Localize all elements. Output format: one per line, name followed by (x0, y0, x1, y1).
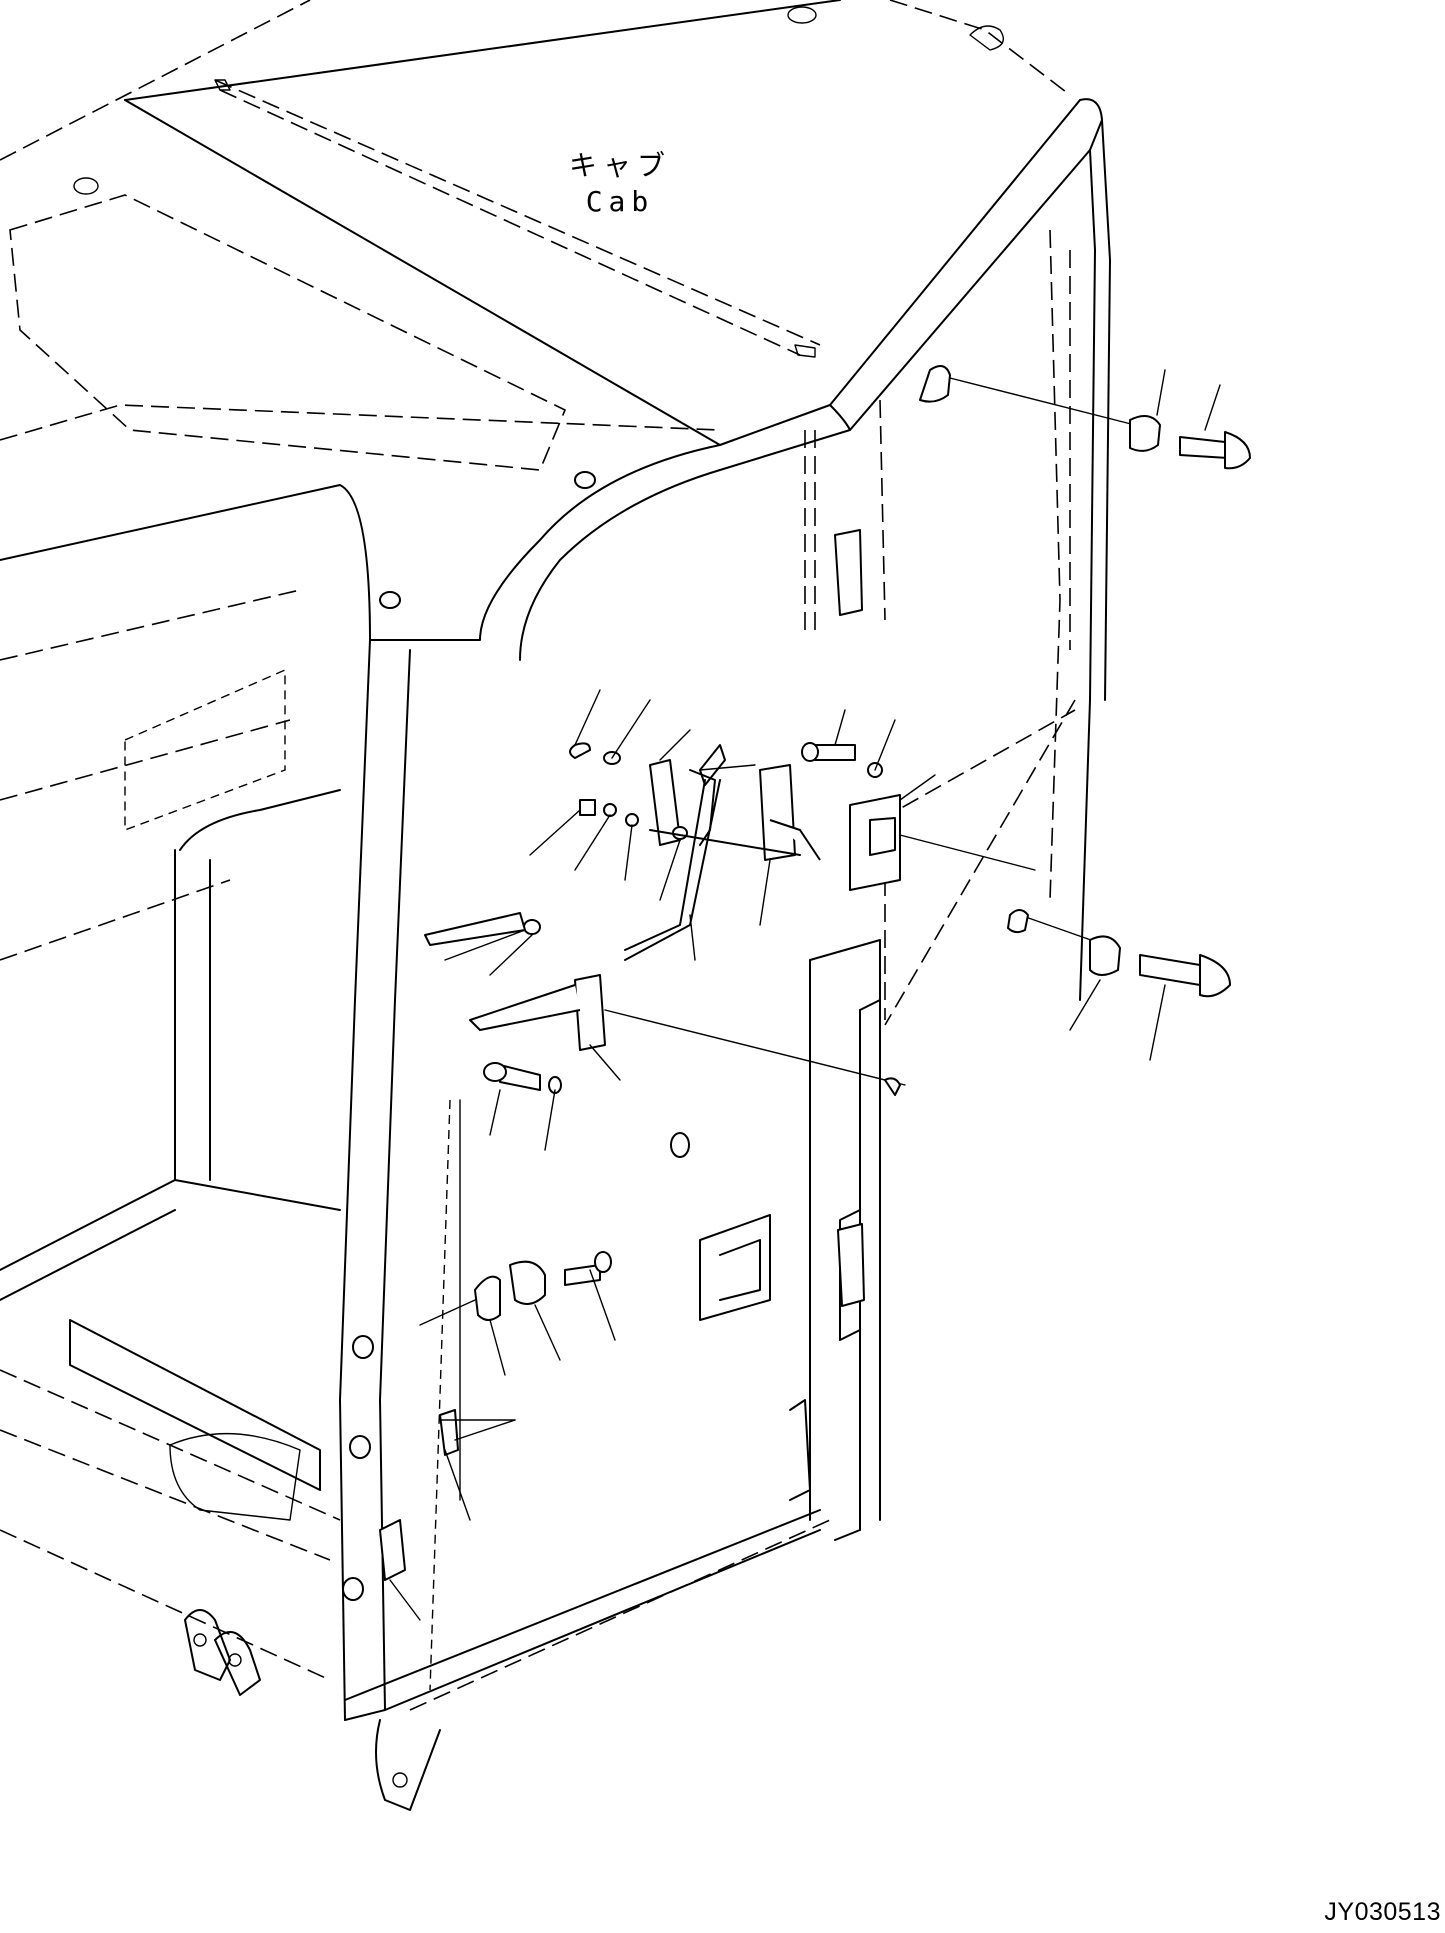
leader-lines (389, 689, 936, 1621)
frame-bushings (342, 529, 865, 1601)
lower-stopper-assembly (1007, 909, 1231, 1061)
cab-frame-tube (369, 98, 1111, 1001)
cab-floor (0, 1319, 831, 1811)
drawing-code: JY030513 (1324, 1898, 1441, 1926)
cab-roof-outline (0, 0, 1071, 471)
cab-label-english: Cab (585, 185, 655, 218)
door-lock-lever-mechanism (424, 742, 1036, 1096)
cab-rear-panel (429, 699, 1076, 1691)
cab-left-pillar (0, 471, 596, 1721)
upper-stopper-assembly (919, 365, 1251, 470)
cab-label-japanese: キャブ (568, 149, 671, 182)
lower-lock-plate-assembly (379, 1251, 612, 1581)
